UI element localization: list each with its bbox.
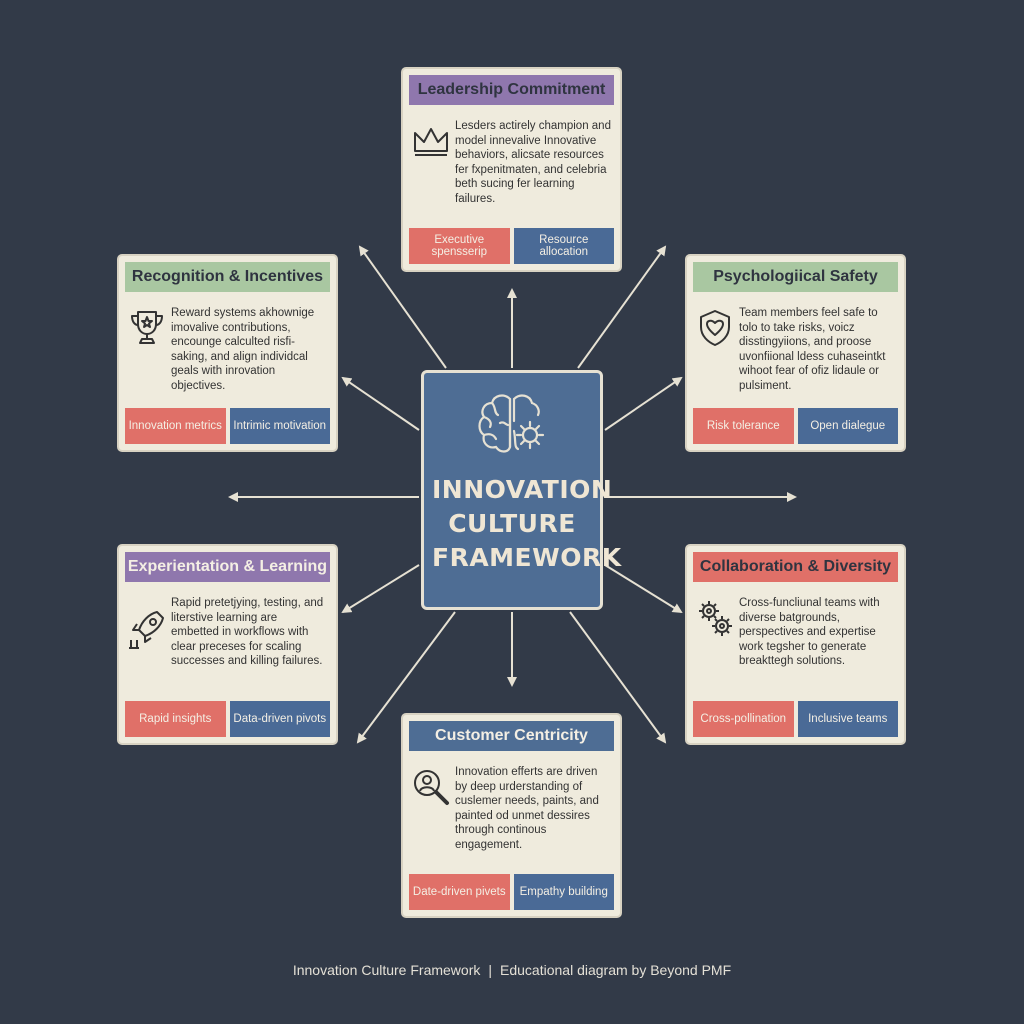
card-header: Customer Centricity bbox=[409, 721, 614, 751]
tag-rapid-insights: Rapid insights bbox=[125, 701, 226, 737]
center-title: INNOVATION CULTURE FRAMEWORK bbox=[432, 475, 622, 572]
brain-gear-icon bbox=[478, 394, 545, 453]
magnifier-person-icon bbox=[414, 770, 449, 805]
card-recognition-incentives: Recognition & Incentives Reward systems … bbox=[117, 254, 338, 452]
tag-empathy-building: Empathy building bbox=[513, 874, 614, 910]
footer-caption: Innovation Culture Framework | Educational… bbox=[0, 962, 1024, 978]
card-tags: Risk tolerance Open dialegue bbox=[693, 408, 898, 444]
tag-innovation-metrics: Innovation metrics bbox=[125, 408, 226, 444]
tag-open-dialogue: Open dialegue bbox=[797, 408, 898, 444]
footer-left: Innovation Culture Framework bbox=[292, 962, 481, 978]
card-collaboration-diversity: Collaboration & Diversity Cross-funcliun… bbox=[685, 544, 906, 745]
crown-icon bbox=[414, 128, 448, 156]
card-leadership-commitment: Leadership Commitment Lesders actirely c… bbox=[401, 67, 622, 272]
tag-data-driven-pivots: Date-driven pivets bbox=[409, 874, 510, 910]
arrow-left-upper bbox=[341, 376, 420, 431]
card-description: Lesders actirely champion and model inne… bbox=[455, 120, 611, 205]
tag-intrinsic-motivation: Intrimic motivation bbox=[229, 408, 330, 444]
card-header: Collaboration & Diversity bbox=[693, 552, 898, 582]
rocket-icon bbox=[129, 611, 164, 649]
arrow-right-upper bbox=[604, 376, 683, 431]
card-header: Psychologiical Safety bbox=[693, 262, 898, 292]
center-box: INNOVATION CULTURE FRAMEWORK bbox=[421, 370, 622, 610]
card-psychological-safety: Psychologiical Safety Team members feel … bbox=[685, 254, 906, 452]
trophy-icon bbox=[131, 311, 163, 344]
arrow-up-right bbox=[577, 245, 667, 369]
card-experimentation-learning: Experientation & Learning Rapid pretetjy… bbox=[117, 544, 338, 745]
card-tags: Date-driven pivets Empathy building bbox=[409, 874, 614, 910]
card-tags: Rapid insights Data-driven pivots bbox=[125, 701, 330, 737]
tag-executive-sponsorship: Executive spensserip bbox=[409, 228, 510, 264]
tag-cross-pollination: Cross-pollination bbox=[693, 701, 794, 737]
card-tags: Cross-pollination Inclusive teams bbox=[693, 701, 898, 737]
footer-separator: | bbox=[488, 962, 493, 978]
card-description: Rapid pretetjying, testing, and litersti… bbox=[171, 597, 324, 667]
card-header: Recognition & Incentives bbox=[125, 262, 330, 292]
card-description: Reward systems akhownige imovalive contr… bbox=[171, 307, 315, 392]
arrow-up-left bbox=[358, 245, 447, 369]
card-tags: Executive spensserip Resource allocation bbox=[409, 228, 614, 264]
card-description: Cross-funcliunal teams with diverse batg… bbox=[739, 597, 880, 667]
card-header: Experientation & Learning bbox=[125, 552, 330, 582]
card-description: Innovation efferts are driven by deep ur… bbox=[455, 766, 599, 851]
heart-shield-icon bbox=[700, 310, 730, 346]
card-header: Leadership Commitment bbox=[409, 75, 614, 105]
arrow-right-lower bbox=[604, 564, 683, 614]
card-customer-centricity: Customer Centricity Innovation efferts a… bbox=[401, 713, 622, 918]
arrow-down-left bbox=[356, 611, 456, 744]
arrow-down-right bbox=[569, 611, 667, 744]
gears-icon bbox=[699, 601, 732, 636]
tag-resource-allocation: Resource allocation bbox=[513, 228, 614, 264]
tag-inclusive-teams: Inclusive teams bbox=[797, 701, 898, 737]
footer-right: Educational diagram by Beyond PMF bbox=[500, 962, 732, 978]
card-tags: Innovation metrics Intrimic motivation bbox=[125, 408, 330, 444]
card-description: Team members feel safe to tolo to take r… bbox=[739, 307, 886, 392]
tag-risk-tolerance: Risk tolerance bbox=[693, 408, 794, 444]
arrow-left-lower bbox=[341, 564, 420, 614]
tag-data-driven-pivots: Data-driven pivots bbox=[229, 701, 330, 737]
